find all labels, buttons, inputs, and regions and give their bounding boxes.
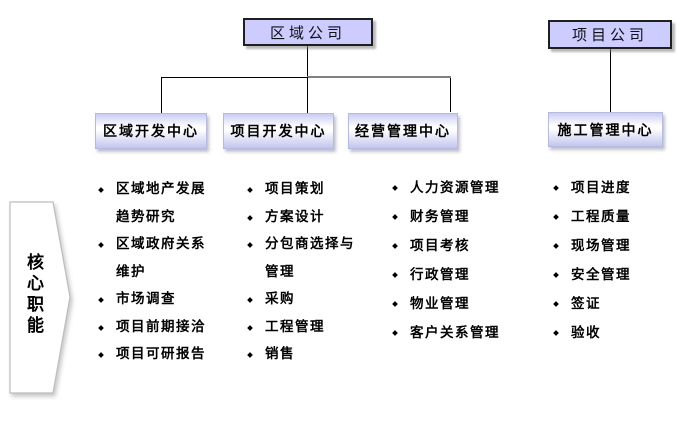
list-item: 人力资源管理 [392,174,500,203]
connector-horizontal-right [307,76,451,78]
list-item-label: 行政管理 [410,267,470,283]
side-arrow-label: 核心职能 [23,253,43,337]
list-column-construction-management: 项目进度 工程质量 现场管理 安全管理 签证 验收 [553,174,631,348]
list-item-label: 市场调查 [116,291,176,307]
connector-drop-regional-development [161,77,162,113]
list-item: 区域地产发展 趋势研究 [98,176,206,231]
org-box-regional-company: 区域公司 [243,18,373,46]
center-box-operations-management: 经营管理中心 [348,113,458,149]
list-item-label: 项目考核 [410,238,470,254]
list-item: 工程管理 [247,314,355,342]
connector-drop-project-development [307,77,308,113]
list-item-label: 项目可研报告 [116,346,206,362]
bullet-icon [98,324,104,331]
bullet-icon [247,297,253,303]
list-item-label: 区域地产发展 趋势研究 [116,181,206,225]
bullet-icon [247,352,253,358]
list-item: 项目进度 [553,174,631,203]
center-box-construction-management: 施工管理中心 [548,112,663,147]
bullet-icon [247,214,253,221]
connector-horizontal-left [161,77,308,78]
list-item: 物业管理 [392,290,500,319]
bullet-icon [553,272,559,278]
list-item-label: 方案设计 [265,208,325,225]
bullet-icon [392,243,398,249]
list-item-label: 安全管理 [571,267,631,283]
list-item-label: 签证 [571,296,601,312]
list-item-label: 销售 [265,346,295,362]
bullet-icon [98,297,104,303]
list-item: 市场调查 [98,286,206,314]
bullet-icon [553,301,559,307]
list-item: 验收 [553,319,631,348]
list-item: 现场管理 [553,232,631,261]
bullet-icon [98,352,104,358]
list-item: 区域政府关系 维护 [98,231,206,286]
connector-project-company-stem [610,49,611,112]
center-box-project-development: 项目开发中心 [223,113,334,149]
list-item: 项目可研报告 [98,341,206,369]
connector-regional-company-stem [307,46,308,77]
bullet-icon [392,330,398,336]
bullet-icon [247,324,253,331]
list-item-label: 工程质量 [571,209,631,225]
list-column-regional-development: 区域地产发展 趋势研究 区域政府关系 维护 市场调查 项目前期接洽 项目可研报告 [98,176,206,369]
list-item: 分包商选择与 管理 [247,231,355,286]
list-item: 销售 [247,341,355,369]
org-box-project-company: 项目公司 [548,20,672,49]
list-column-project-development: 项目策划 方案设计 分包商选择与 管理 采购 工程管理 销售 [247,176,355,369]
bullet-icon [392,214,398,220]
list-item: 采购 [247,286,355,314]
list-item-label: 分包商选择与 管理 [265,236,355,280]
list-item-label: 人力资源管理 [410,180,500,196]
list-item-label: 客户关系管理 [410,325,500,341]
list-item: 安全管理 [553,261,631,290]
list-item: 方案设计 [247,204,355,232]
list-item: 行政管理 [392,261,500,290]
center-box-regional-development: 区域开发中心 [95,113,207,149]
bullet-icon [553,243,559,249]
center-box-operations-management-label: 经营管理中心 [355,124,451,140]
list-item-label: 项目进度 [571,180,631,196]
list-item-label: 区域政府关系 维护 [116,236,206,280]
list-item-label: 财务管理 [410,209,470,225]
bullet-icon [553,330,559,336]
center-box-construction-management-label: 施工管理中心 [557,122,654,139]
bullet-icon [98,242,104,248]
list-item: 工程质量 [553,203,631,232]
connector-drop-operations-management [450,78,451,112]
list-item-label: 采购 [265,291,295,307]
list-column-operations-management: 人力资源管理 财务管理 项目考核 行政管理 物业管理 客户关系管理 [392,174,500,348]
bullet-icon [247,187,253,193]
list-item-label: 项目前期接洽 [116,318,206,335]
list-item: 项目策划 [247,176,355,204]
bullet-icon [392,301,398,307]
org-box-project-company-label: 项目公司 [571,26,648,44]
pentagon-arrow-icon [9,201,71,394]
bullet-icon [392,272,398,278]
list-item-label: 物业管理 [410,296,470,312]
list-item-label: 工程管理 [265,318,325,335]
center-box-regional-development-label: 区域开发中心 [103,124,199,140]
bullet-icon [247,242,253,248]
list-item: 客户关系管理 [392,319,500,348]
list-item: 财务管理 [392,203,500,232]
bullet-icon [392,185,398,191]
center-box-project-development-label: 项目开发中心 [230,124,327,140]
list-item-label: 项目策划 [265,181,325,197]
bullet-icon [98,187,104,193]
list-item-label: 现场管理 [571,238,631,254]
bullet-icon [553,185,559,191]
list-item-label: 验收 [571,325,601,341]
bullet-icon [553,214,559,220]
list-item: 项目考核 [392,232,500,261]
list-item: 项目前期接洽 [98,314,206,342]
side-arrow-shape [9,201,71,394]
org-box-regional-company-label: 区域公司 [269,23,346,42]
list-item: 签证 [553,290,631,319]
